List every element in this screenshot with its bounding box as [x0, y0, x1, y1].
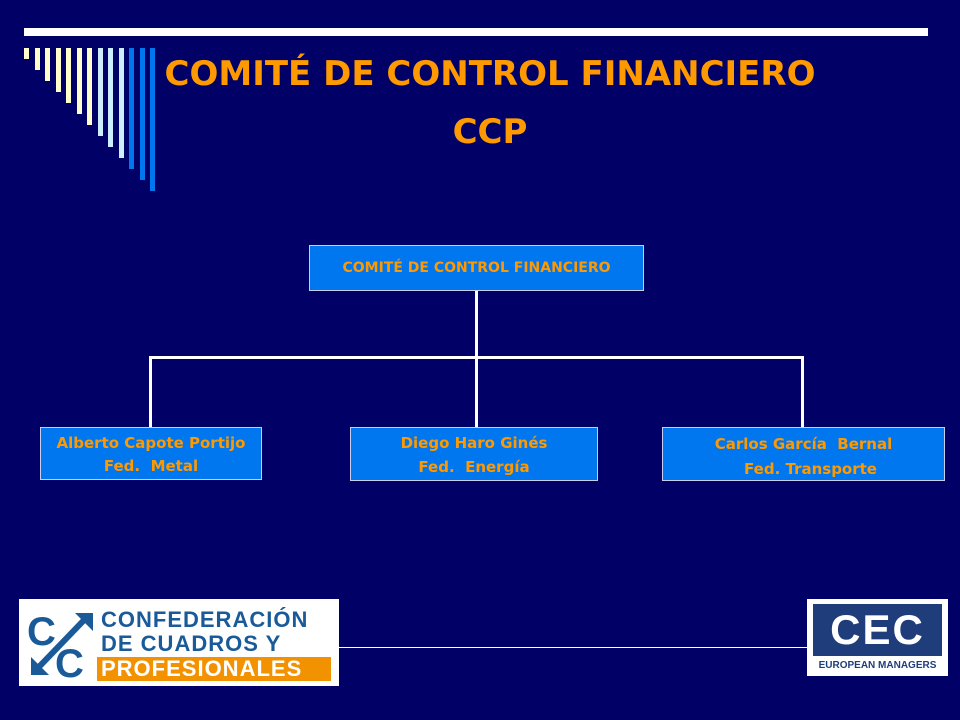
slide-subtitle: CCP: [452, 112, 528, 152]
connector-root: [475, 290, 478, 358]
decorative-bar: [87, 48, 92, 125]
slide-title: COMITÉ DE CONTROL FINANCIERO: [164, 54, 816, 94]
member-box: Diego Haro Ginés Fed. Energía: [350, 427, 598, 481]
cec-logo-subtitle: EUROPEAN MANAGERS: [818, 660, 937, 671]
decorative-bar: [66, 48, 71, 103]
member-federation: Fed. Energía: [418, 458, 530, 476]
ccp-logo: C C CONFEDERACIÓN DE CUADROS Y PROFESION…: [19, 599, 339, 686]
org-root-label: COMITÉ DE CONTROL FINANCIERO: [342, 260, 611, 276]
decorative-bar: [55, 48, 61, 92]
member-name: Diego Haro Ginés: [400, 434, 548, 452]
cec-logo-mark: CEC: [813, 604, 942, 656]
member-box: Alberto Capote Portijo Fed. Metal: [40, 427, 262, 480]
decorative-bar: [150, 48, 155, 191]
member-federation: Fed. Transporte: [744, 460, 877, 478]
connector-left: [149, 356, 152, 428]
cec-logo: CEC EUROPEAN MANAGERS: [807, 599, 948, 676]
member-name: Carlos García Bernal: [714, 435, 893, 453]
decorative-bar: [76, 48, 82, 114]
org-root-box: COMITÉ DE CONTROL FINANCIERO: [309, 245, 644, 291]
top-divider-line: [24, 28, 928, 36]
decorative-bar: [45, 48, 50, 81]
decorative-bar: [24, 48, 29, 59]
connector-middle: [475, 356, 478, 428]
footer-line: [338, 647, 808, 648]
ccp-logo-line2: DE CUADROS Y: [101, 631, 282, 656]
decorative-bar: [108, 48, 113, 147]
member-box: Carlos García Bernal Fed. Transporte: [662, 427, 945, 481]
decorative-bar: [34, 48, 40, 70]
decorative-bar: [97, 48, 103, 136]
decorative-bar: [118, 48, 124, 158]
ccp-logo-line3: PROFESIONALES: [97, 657, 331, 681]
ccp-logo-mark-icon: C C: [27, 610, 93, 679]
svg-text:C: C: [27, 610, 56, 654]
ccp-logo-line1: CONFEDERACIÓN: [101, 607, 309, 632]
connector-right: [801, 356, 804, 428]
decorative-bar: [139, 48, 145, 180]
member-name: Alberto Capote Portijo: [56, 434, 246, 452]
member-federation: Fed. Metal: [103, 457, 199, 475]
decorative-bar: [129, 48, 134, 169]
